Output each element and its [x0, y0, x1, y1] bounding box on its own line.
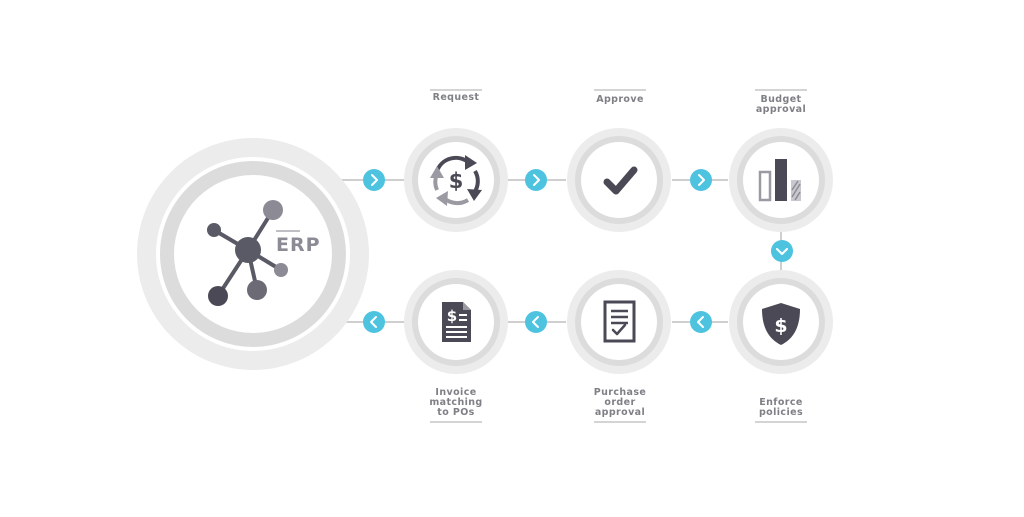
arrow-left-icon — [525, 311, 547, 333]
arrow-left-icon — [363, 311, 385, 333]
label-rule-invoice-matching — [430, 421, 482, 423]
checklist-document-icon — [603, 300, 636, 343]
label-rule-enforce-policies — [755, 421, 807, 423]
label-rule-approve — [594, 89, 646, 91]
step-label-purchase-order-approval: Purchase order approval — [593, 387, 647, 418]
flow-arrows — [363, 169, 793, 333]
dollar-shield-icon: $ — [762, 303, 800, 345]
step-request-node: $ — [404, 128, 508, 232]
step-invoice-matching-node: $ — [404, 270, 508, 374]
step-approve-node — [567, 128, 671, 232]
step-purchase-order-approval-node — [567, 270, 671, 374]
label-rule-request — [430, 89, 482, 91]
step-label-invoice-matching: Invoice matching to POs — [429, 387, 483, 418]
connector-lines — [340, 179, 782, 323]
bar-chart-icon — [758, 159, 801, 202]
label-rule-budget-approval — [755, 89, 807, 91]
svg-text:$: $ — [447, 307, 457, 325]
erp-hub: ERP — [137, 138, 369, 370]
arrow-down-icon — [771, 240, 793, 262]
step-label-request: Request — [432, 92, 480, 103]
step-label-enforce-policies: Enforce policies — [758, 397, 804, 418]
arrow-right-icon — [363, 169, 385, 191]
dollar-cycle-icon: $ — [430, 155, 482, 206]
network-hub-icon — [207, 200, 288, 306]
label-rule-purchase-order-approval — [594, 421, 646, 423]
step-enforce-policies-node: $ — [729, 270, 833, 374]
svg-text:$: $ — [449, 169, 464, 193]
step-budget-approval-node — [729, 128, 833, 232]
step-label-budget-approval: Budget approval — [755, 94, 807, 115]
checkmark-icon — [603, 166, 638, 195]
erp-label: ERP — [276, 234, 321, 256]
arrow-right-icon — [690, 169, 712, 191]
svg-text:$: $ — [774, 315, 787, 337]
step-label-approve: Approve — [596, 94, 644, 105]
arrow-right-icon — [525, 169, 547, 191]
arrow-left-icon — [690, 311, 712, 333]
dollar-invoice-icon: $ — [442, 302, 471, 342]
